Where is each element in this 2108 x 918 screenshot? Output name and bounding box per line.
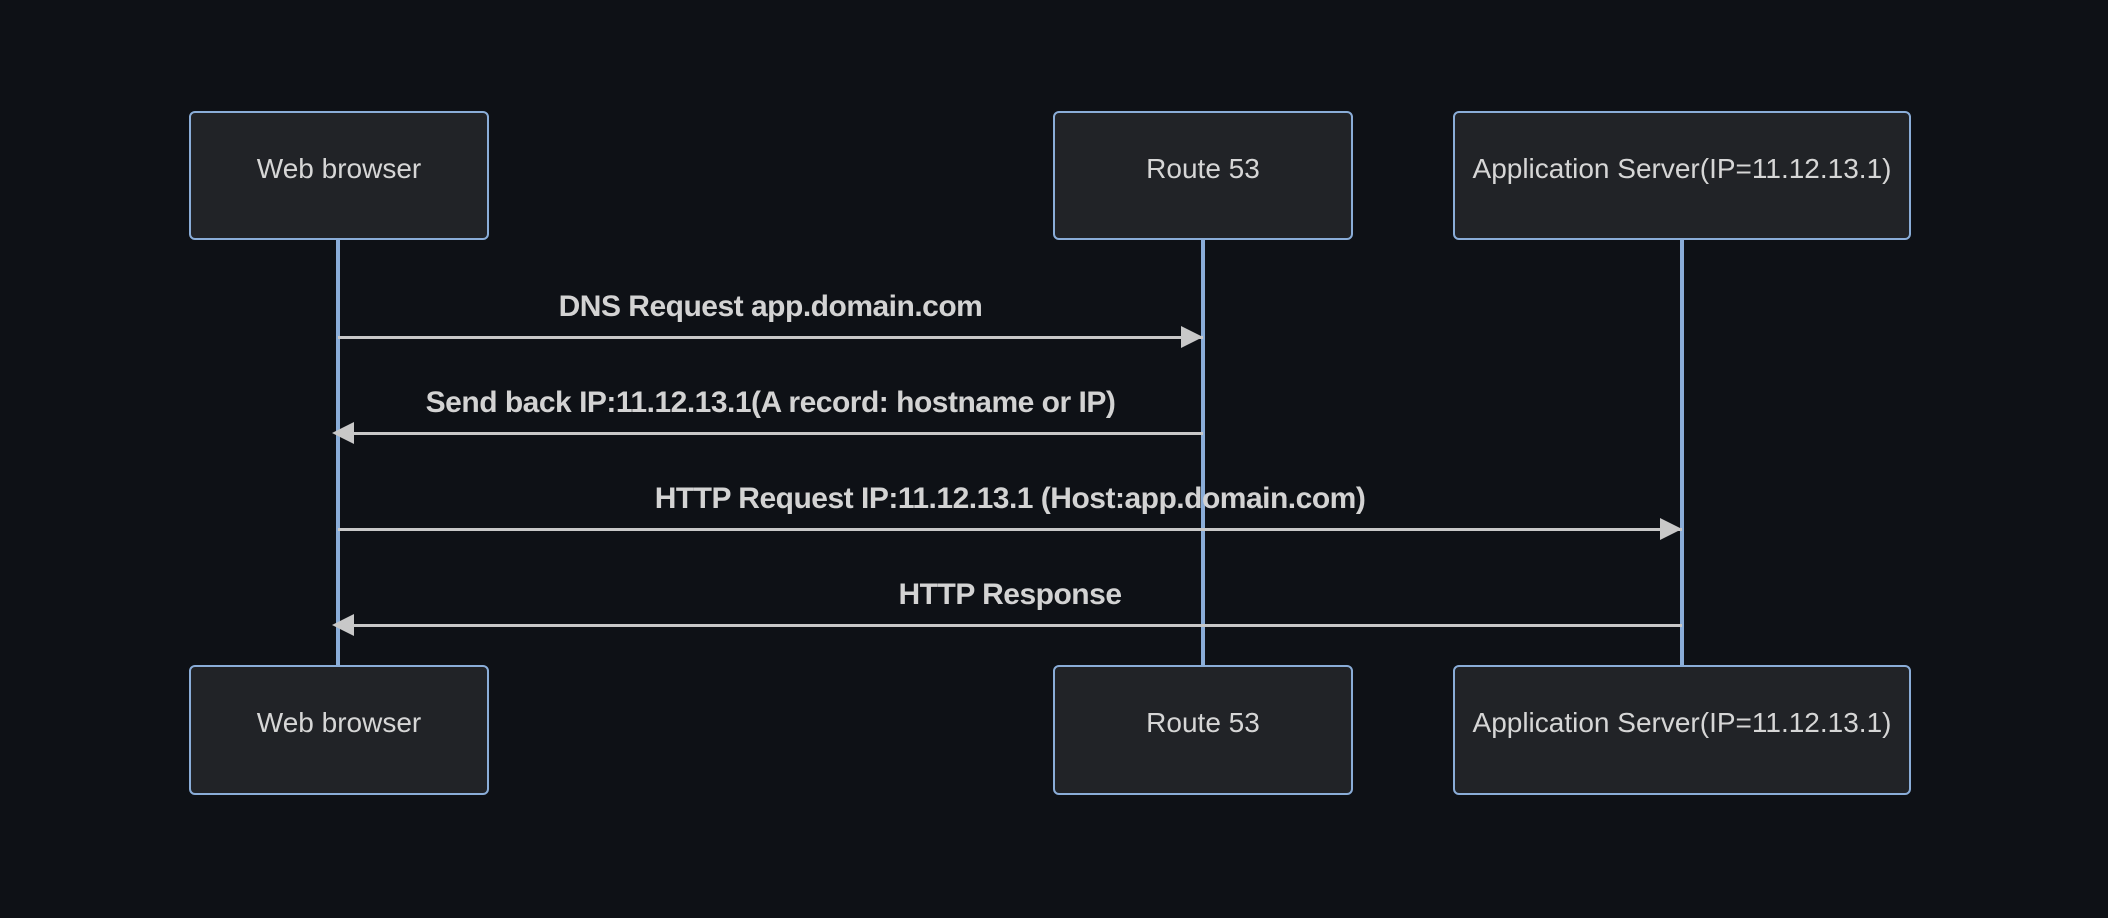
actor-bottom-application-server: Application Server(IP=11.12.13.1) — [1453, 665, 1911, 795]
actor-top-route53: Route 53 — [1053, 111, 1353, 240]
actor-bottom-web-browser: Web browser — [189, 665, 489, 795]
arrowhead-right-icon — [1660, 518, 1682, 540]
message-label: DNS Request app.domain.com — [558, 290, 983, 323]
message-line — [338, 432, 1203, 435]
message-label: HTTP Request IP:11.12.13.1 (Host:app.dom… — [654, 482, 1366, 515]
lifeline-route53 — [1201, 240, 1205, 665]
actor-top-application-server: Application Server(IP=11.12.13.1) — [1453, 111, 1911, 240]
actor-label: Web browser — [256, 152, 422, 184]
actor-label: Application Server(IP=11.12.13.1) — [1472, 707, 1892, 738]
message-label: Send back IP:11.12.13.1(A record: hostna… — [425, 386, 1116, 419]
arrowhead-left-icon — [332, 614, 354, 636]
actor-label: Web browser — [256, 707, 422, 738]
message-line — [338, 624, 1682, 627]
message-line — [338, 528, 1682, 531]
actor-top-web-browser: Web browser — [189, 111, 489, 240]
actor-label: Application Server(IP=11.12.13.1) — [1472, 152, 1892, 184]
actor-label: Route 53 — [1146, 707, 1260, 738]
actor-label: Route 53 — [1146, 152, 1260, 184]
arrowhead-right-icon — [1181, 326, 1203, 348]
arrowhead-left-icon — [332, 422, 354, 444]
lifeline-web-browser — [336, 240, 340, 665]
message-line — [338, 336, 1203, 339]
actor-bottom-route53: Route 53 — [1053, 665, 1353, 795]
lifeline-application-server — [1680, 240, 1684, 665]
message-label: HTTP Response — [898, 578, 1123, 611]
